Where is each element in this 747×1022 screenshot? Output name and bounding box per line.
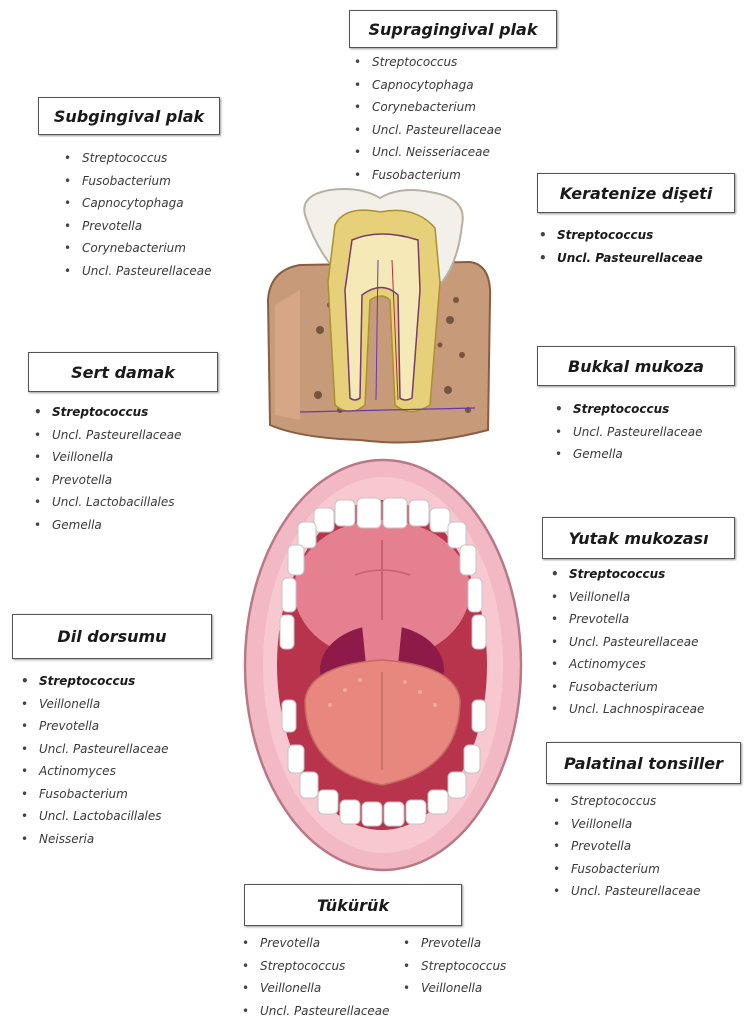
list-item: Uncl. Lactobacillales [17, 805, 169, 828]
list-item: Fusobacterium [17, 783, 169, 806]
list-item: Actinomyces [547, 653, 704, 676]
tongue-dorsum-list: Streptococcus Veillonella Prevotella Unc… [17, 670, 169, 850]
list-item: Streptococcus [17, 670, 169, 693]
list-item: Veillonella [549, 813, 701, 836]
subgingival-list: Streptococcus Fusobacterium Capnocytopha… [60, 147, 212, 282]
keratinized-gingiva-title: Keratenize dişeti [537, 173, 735, 213]
list-item: Uncl. Pasteurellaceae [549, 880, 701, 903]
list-item: Fusobacterium [60, 170, 212, 193]
list-item: Uncl. Lachnospiraceae [547, 698, 704, 721]
supragingival-list: Streptococcus Capnocytophaga Corynebacte… [350, 51, 502, 186]
hard-palate-list: Streptococcus Uncl. Pasteurellaceae Veil… [30, 401, 182, 536]
throat [320, 625, 444, 715]
list-item: Uncl. Pasteurellaceae [350, 119, 502, 142]
list-item: Corynebacterium [60, 237, 212, 260]
buccal-mucosa-title: Bukkal mukoza [537, 346, 735, 386]
list-item: Streptococcus [547, 563, 704, 586]
tongue-dorsum-title: Dil dorsumu [12, 614, 212, 659]
list-item: Uncl. Lactobacillales [30, 491, 182, 514]
list-item: Uncl. Neisseriaceae [350, 141, 502, 164]
pharyngeal-mucosa-list: Streptococcus Veillonella Prevotella Unc… [547, 563, 704, 721]
list-item: Prevotella [238, 932, 390, 955]
list-item: Neisseria [17, 828, 169, 851]
list-item: Streptococcus [549, 790, 701, 813]
list-item: Streptococcus [535, 224, 703, 247]
hard-palate-title: Sert damak [28, 352, 218, 392]
palatine-tonsils-title: Palatinal tonsiller [546, 742, 741, 784]
list-item: Streptococcus [238, 955, 390, 978]
list-item: Gemella [30, 514, 182, 537]
list-item: Capnocytophaga [60, 192, 212, 215]
palate [294, 520, 470, 660]
list-item: Uncl. Pasteurellaceae [17, 738, 169, 761]
list-item: Veillonella [399, 977, 506, 1000]
pharyngeal-mucosa-title: Yutak mukozası [542, 517, 735, 559]
list-item: Streptococcus [60, 147, 212, 170]
subgingival-title: Subgingival plak [38, 97, 220, 135]
list-item: Corynebacterium [350, 96, 502, 119]
list-item: Veillonella [30, 446, 182, 469]
list-item: Prevotella [30, 469, 182, 492]
list-item: Gemella [551, 443, 703, 466]
list-item: Streptococcus [350, 51, 502, 74]
list-item: Prevotella [547, 608, 704, 631]
list-item: Veillonella [17, 693, 169, 716]
list-item: Prevotella [549, 835, 701, 858]
list-item: Veillonella [238, 977, 390, 1000]
saliva-list-col2: Prevotella Streptococcus Veillonella [399, 932, 506, 1000]
list-item: Fusobacterium [547, 676, 704, 699]
bone-block [268, 262, 490, 442]
list-item: Uncl. Pasteurellaceae [547, 631, 704, 654]
list-item: Prevotella [17, 715, 169, 738]
keratinized-gingiva-list: Streptococcus Uncl. Pasteurellaceae [535, 224, 703, 269]
list-item: Uncl. Pasteurellaceae [238, 1000, 390, 1022]
list-item: Fusobacterium [350, 164, 502, 187]
list-item: Uncl. Pasteurellaceae [60, 260, 212, 283]
saliva-title: Tükürük [244, 884, 462, 926]
list-item: Prevotella [399, 932, 506, 955]
supragingival-title: Supragingival plak [349, 10, 557, 48]
tooth-crown [304, 189, 463, 282]
tongue [305, 660, 460, 785]
list-item: Streptococcus [551, 398, 703, 421]
list-item: Actinomyces [17, 760, 169, 783]
list-item: Prevotella [60, 215, 212, 238]
list-item: Capnocytophaga [350, 74, 502, 97]
saliva-list-col1: Prevotella Streptococcus Veillonella Unc… [238, 932, 390, 1022]
buccal-mucosa-list: Streptococcus Uncl. Pasteurellaceae Geme… [551, 398, 703, 466]
palatine-tonsils-list: Streptococcus Veillonella Prevotella Fus… [549, 790, 701, 903]
list-item: Uncl. Pasteurellaceae [30, 424, 182, 447]
lips [245, 460, 521, 870]
list-item: Uncl. Pasteurellaceae [551, 421, 703, 444]
list-item: Streptococcus [399, 955, 506, 978]
list-item: Veillonella [547, 586, 704, 609]
list-item: Uncl. Pasteurellaceae [535, 247, 703, 270]
list-item: Fusobacterium [549, 858, 701, 881]
list-item: Streptococcus [30, 401, 182, 424]
